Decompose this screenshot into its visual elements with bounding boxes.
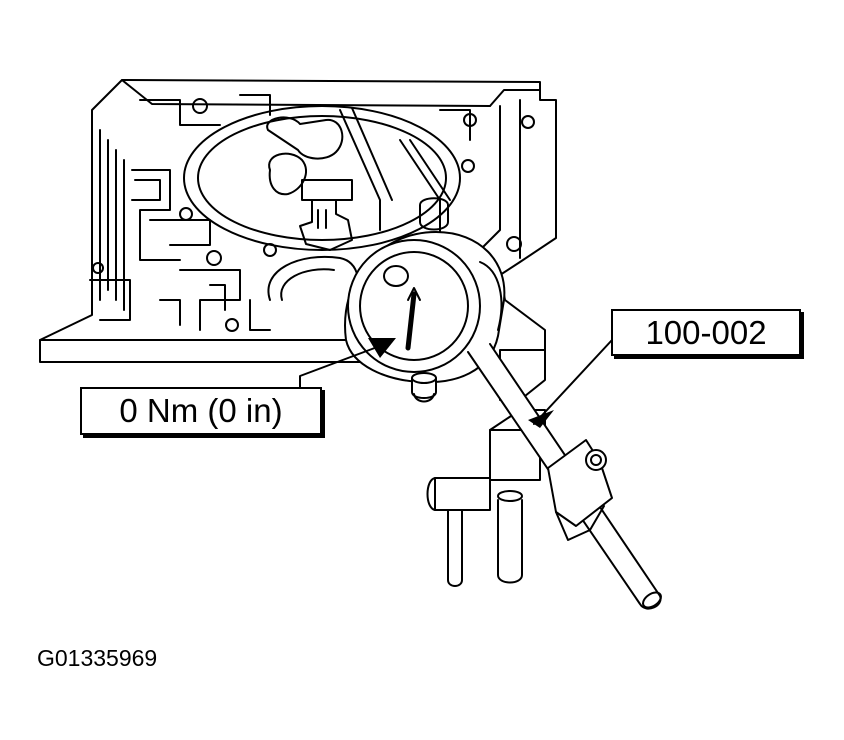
torque-callout-label: 0 Nm (0 in) <box>119 392 283 429</box>
figure-id: G01335969 <box>37 645 158 671</box>
dial-indicator <box>344 231 506 403</box>
transmission-case <box>39 79 557 363</box>
torque-callout-box: 0 Nm (0 in) <box>80 387 322 435</box>
tool-callout-box: 100-002 <box>611 309 801 356</box>
indicator-arm <box>467 343 662 610</box>
tool-callout-label: 100-002 <box>645 313 767 351</box>
arrowheads <box>368 338 554 428</box>
servo-assembly <box>266 107 451 251</box>
leader-lines <box>299 339 613 425</box>
stand-base <box>426 349 546 587</box>
